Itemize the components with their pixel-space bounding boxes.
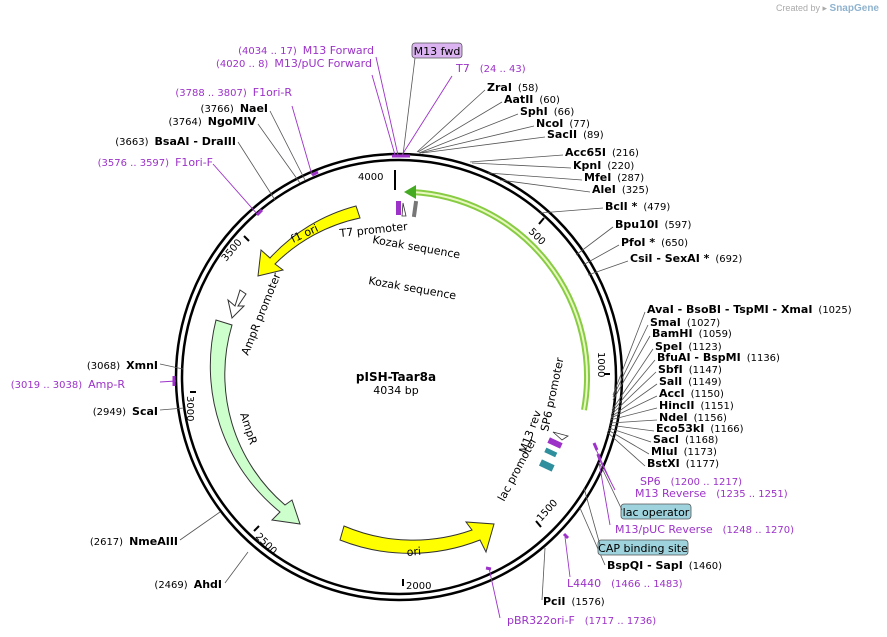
site-bcli[interactable]: BclI *(479) — [605, 200, 670, 213]
site-kpni[interactable]: KpnI(220) — [573, 159, 634, 172]
feature-f1ori-r[interactable]: (3788 .. 3807)F1ori-R — [175, 86, 292, 99]
site-avai[interactable]: AvaI - BsoBI - TspMI - XmaI(1025) — [647, 303, 852, 316]
label-sp6-promoter: SP6 promoter — [538, 356, 566, 433]
label-ori: ori — [406, 545, 421, 559]
box-m13-fwd-label: M13 fwd — [414, 45, 461, 58]
site-naei[interactable]: (3766)NaeI — [201, 102, 268, 115]
credit-brand: SnapGene — [829, 3, 879, 14]
ampr-promoter-feature[interactable] — [227, 289, 247, 319]
site-ahdi[interactable]: (2469)AhdI — [154, 578, 222, 591]
site-csii[interactable]: CsiI - SexAI *(692) — [630, 252, 742, 265]
label-f1-ori: f1 ori — [289, 222, 320, 246]
leader-lines — [159, 89, 658, 601]
site-zrai[interactable]: ZraI(58) — [487, 81, 539, 94]
site-xmni[interactable]: (3068)XmnI — [87, 359, 158, 372]
site-pcii[interactable]: PciI(1576) — [543, 595, 605, 608]
box-m13-fwd[interactable] — [411, 42, 463, 59]
label-ampr: AmpR — [237, 411, 260, 447]
site-acci[interactable]: AccI(1150) — [659, 387, 724, 400]
primer-marks — [172, 154, 602, 571]
site-aatii[interactable]: AatII(60) — [504, 93, 560, 106]
site-ngomiv[interactable]: (3764)NgoMIV — [169, 115, 257, 128]
m13-rev-mark[interactable] — [547, 437, 563, 449]
site-sphi[interactable]: SphI(66) — [520, 105, 574, 118]
box-cap-binding-site-label: CAP binding site — [598, 542, 688, 555]
site-bfuai[interactable]: BfuAI - BspMI(1136) — [657, 351, 780, 364]
tick-label-2000: 2000 — [406, 581, 431, 592]
gene-arc-arrowhead — [404, 185, 416, 199]
site-sbfi[interactable]: SbfI(1147) — [658, 363, 722, 376]
site-bspqi[interactable]: BspQI - SapI(1460) — [607, 559, 722, 572]
f1-ori-feature[interactable] — [257, 205, 361, 277]
site-saci[interactable]: SacI(1168) — [653, 433, 718, 446]
lac-promoter-mark[interactable] — [538, 459, 555, 472]
box-cap-binding-site-leader — [583, 487, 601, 546]
box-lac-operator-leader — [599, 463, 623, 511]
feature-m13-forward[interactable]: (4034 .. 17)M13 Forward — [238, 44, 374, 57]
backbone-outer — [174, 152, 624, 602]
feature-m13-puc-forward[interactable]: (4020 .. 8)M13/pUC Forward — [216, 57, 372, 70]
kozak-mark — [411, 200, 419, 218]
tick-label-1000: 1000 — [595, 352, 606, 377]
site-eco53ki[interactable]: Eco53kI(1166) — [656, 422, 744, 435]
snapgene-logo-icon: ▸ — [822, 3, 828, 13]
site-acc65i[interactable]: Acc65I(216) — [565, 146, 639, 159]
ori-feature[interactable] — [339, 521, 495, 554]
site-spei[interactable]: SpeI(1123) — [655, 340, 722, 353]
tick-label-3000: 3000 — [184, 396, 195, 421]
backbone-inner — [180, 158, 618, 596]
credit: Created by ▸ SnapGene — [776, 3, 879, 14]
site-mlui[interactable]: MluI(1173) — [651, 445, 717, 458]
feature-t7[interactable]: T7(24 .. 43) — [455, 62, 526, 75]
site-ndei[interactable]: NdeI(1156) — [659, 411, 727, 424]
label-kozak-2: Kozak sequence — [367, 274, 457, 302]
tick-label-4000: 4000 — [358, 172, 383, 183]
plasmid-name: pISH-Taar8a — [356, 370, 436, 384]
site-bstxi[interactable]: BstXI(1177) — [647, 457, 719, 470]
site-sacii[interactable]: SacII(89) — [547, 128, 604, 141]
site-scai[interactable]: (2949)ScaI — [93, 405, 158, 418]
label-lac-promoter: lac promoter — [495, 435, 540, 504]
tick-marks — [190, 170, 610, 586]
feature-leader-lines — [159, 56, 616, 619]
site-nmeaiii[interactable]: (2617)NmeAIII — [90, 535, 178, 548]
t7-promoter-mark[interactable] — [396, 201, 401, 215]
t7-promoter-arrow — [401, 202, 407, 217]
site-bsaai[interactable]: (3663)BsaAI - DraIII — [115, 135, 236, 148]
feature-sp6[interactable]: SP6(1200 .. 1217) — [640, 475, 742, 488]
box-m13-fwd-leader — [402, 57, 416, 156]
feature-m13-puc-reverse[interactable]: M13/pUC Reverse(1248 .. 1270) — [615, 523, 794, 536]
sites-right: ZraI(58) AatII(60) SphI(66) NcoI(77) Sac… — [487, 81, 852, 608]
feature-pbr322ori-f[interactable]: pBR322ori-F(1717 .. 1736) — [507, 614, 656, 627]
tick-label-1500: 1500 — [535, 498, 560, 524]
site-sali[interactable]: SalI(1149) — [659, 375, 722, 388]
site-bamhi[interactable]: BamHI(1059) — [652, 327, 732, 340]
sites-left: (3766)NaeI (3764)NgoMIV (3663)BsaAI - Dr… — [87, 102, 268, 591]
box-cap-binding-site[interactable] — [597, 539, 689, 556]
site-ncoi[interactable]: NcoI(77) — [536, 117, 590, 130]
features-purple: (4034 .. 17)M13 Forward (4020 .. 8)M13/p… — [11, 44, 794, 627]
lac-op-mark[interactable] — [544, 447, 558, 458]
tick-label-2500: 2500 — [253, 531, 279, 557]
gene-arc-right-core — [411, 191, 589, 411]
site-hincii[interactable]: HincII(1151) — [659, 399, 734, 412]
box-lac-operator-label: lac operator — [623, 506, 690, 519]
feature-l4440[interactable]: L4440(1466 .. 1483) — [567, 577, 683, 590]
feature-f1ori-f[interactable]: (3576 .. 3597)F1ori-F — [98, 156, 213, 169]
site-mfei[interactable]: MfeI(287) — [584, 171, 644, 184]
site-pfoi[interactable]: PfoI *(650) — [621, 236, 688, 249]
label-ampr-promoter: AmpR promoter — [239, 271, 284, 357]
feature-amp-r[interactable]: (3019 .. 3038)Amp-R — [11, 378, 126, 391]
label-kozak-1: Kozak sequence — [371, 233, 461, 261]
feature-m13-reverse[interactable]: M13 Reverse(1235 .. 1251) — [635, 487, 788, 500]
plasmid-size: 4034 bp — [373, 384, 418, 397]
box-lac-operator[interactable] — [620, 503, 692, 520]
site-alei[interactable]: AleI(325) — [592, 183, 649, 196]
ampr-feature[interactable] — [209, 319, 301, 525]
site-smai[interactable]: SmaI(1027) — [650, 316, 720, 329]
credit-text: Created by — [775, 3, 820, 13]
site-bpu10i[interactable]: Bpu10I(597) — [615, 218, 691, 231]
sp6-arrow — [552, 431, 569, 441]
